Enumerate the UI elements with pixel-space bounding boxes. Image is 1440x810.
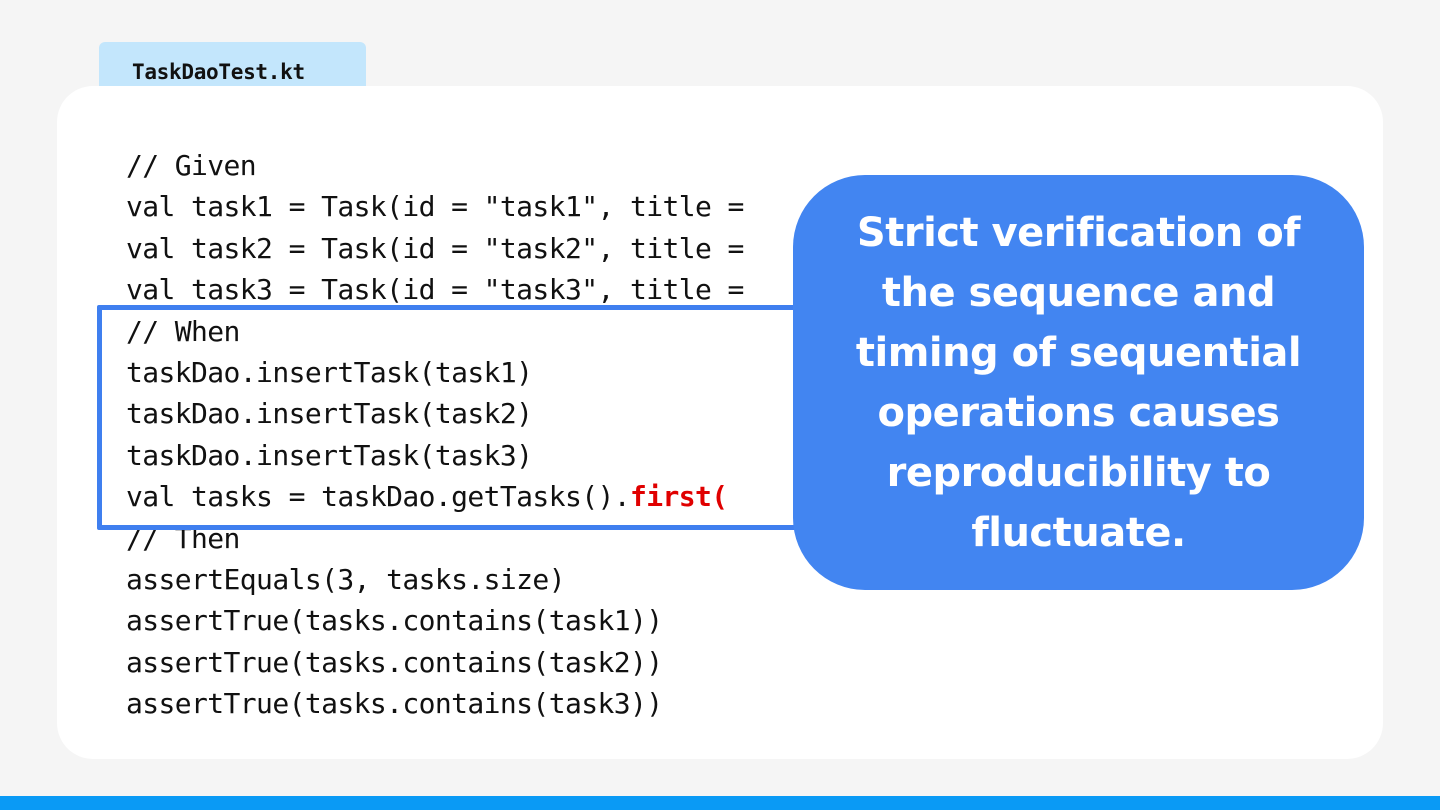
code-line: val task2 = Task(id = "task2", title = bbox=[126, 231, 761, 265]
bottom-accent-bar bbox=[0, 796, 1440, 810]
code-block: // Given val task1 = Task(id = "task1", t… bbox=[126, 145, 760, 724]
code-line-tasks: val tasks = taskDao.getTasks().first( bbox=[126, 476, 760, 517]
callout-bubble: Strict verification of the sequence and … bbox=[793, 175, 1364, 590]
code-line-prefix: val tasks = taskDao.getTasks(). bbox=[126, 480, 631, 514]
code-line: taskDao.insertTask(task3) bbox=[126, 438, 533, 472]
when-section-highlight-box bbox=[97, 305, 857, 530]
code-line: val task3 = Task(id = "task3", title = bbox=[126, 273, 761, 307]
code-line: // Given bbox=[126, 149, 257, 182]
code-line: assertTrue(tasks.contains(task1)) bbox=[126, 604, 663, 638]
code-line: // When bbox=[126, 314, 240, 348]
callout-text: Strict verification of the sequence and … bbox=[855, 210, 1302, 556]
code-line: assertTrue(tasks.contains(task3)) bbox=[126, 687, 663, 721]
code-line: taskDao.insertTask(task2) bbox=[126, 397, 533, 431]
code-line: assertTrue(tasks.contains(task2)) bbox=[126, 645, 663, 679]
code-line: taskDao.insertTask(task1) bbox=[126, 355, 533, 389]
file-tab-label: TaskDaoTest.kt bbox=[132, 60, 305, 84]
highlighted-token: first( bbox=[629, 480, 728, 514]
code-line: assertEquals(3, tasks.size) bbox=[126, 562, 566, 596]
code-line: val task1 = Task(id = "task1", title = bbox=[126, 190, 761, 224]
